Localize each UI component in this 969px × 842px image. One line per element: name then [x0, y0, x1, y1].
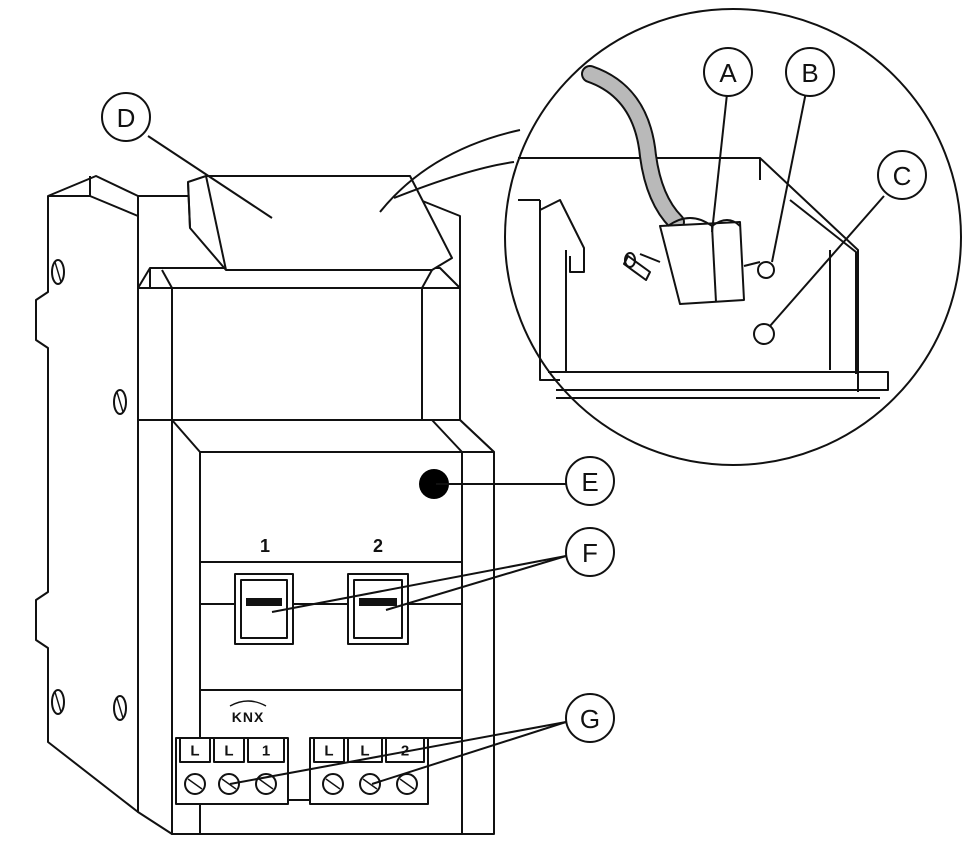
terminal-cover[interactable]	[187, 175, 453, 271]
screw-terminal-icon[interactable]	[218, 773, 240, 795]
svg-text:KNX: KNX	[232, 709, 265, 725]
terminal-block-right: L L 2	[309, 737, 429, 805]
manual-switch-1[interactable]	[234, 573, 294, 645]
callout-d: D	[101, 92, 151, 142]
terminal-label: L	[224, 743, 233, 760]
callout-g: G	[565, 693, 615, 743]
screw-terminal-icon[interactable]	[396, 773, 418, 795]
screw-terminal-icon[interactable]	[359, 773, 381, 795]
svg-text:A: A	[719, 58, 737, 88]
callout-a: A	[703, 47, 753, 97]
svg-text:E: E	[581, 467, 598, 497]
callout-b: B	[785, 47, 835, 97]
programming-led	[757, 261, 775, 279]
din-rail-clip	[35, 175, 139, 813]
channel-1-label: 1	[260, 536, 270, 556]
svg-text:B: B	[801, 58, 818, 88]
programming-button[interactable]	[753, 323, 775, 345]
screw-icon	[113, 389, 127, 415]
svg-text:C: C	[893, 161, 912, 191]
screw-terminal-icon[interactable]	[184, 773, 206, 795]
terminal-label: 1	[262, 743, 270, 760]
callout-f: F	[565, 527, 615, 577]
manual-switch-2[interactable]	[347, 573, 409, 645]
status-indicator	[419, 469, 449, 499]
svg-text:D: D	[117, 103, 136, 133]
knx-logo: KNX	[229, 700, 267, 725]
terminal-label: L	[190, 743, 199, 760]
screw-icon	[51, 259, 65, 285]
screw-icon	[51, 689, 65, 715]
leader-lines	[147, 91, 885, 785]
connector-pin	[623, 252, 651, 281]
svg-text:F: F	[582, 538, 598, 568]
callout-c: C	[877, 150, 927, 200]
terminal-label: L	[360, 743, 369, 760]
screw-terminal-icon[interactable]	[255, 773, 277, 795]
lower-housing	[137, 419, 495, 835]
channel-2-label: 2	[373, 536, 383, 556]
svg-text:G: G	[580, 704, 600, 734]
terminal-block-left: L L 1	[175, 737, 289, 805]
screw-terminal-icon[interactable]	[322, 773, 344, 795]
callout-e: E	[565, 456, 615, 506]
terminal-label: L	[324, 743, 333, 760]
detail-magnifier	[379, 8, 962, 466]
screw-icon	[113, 695, 127, 721]
